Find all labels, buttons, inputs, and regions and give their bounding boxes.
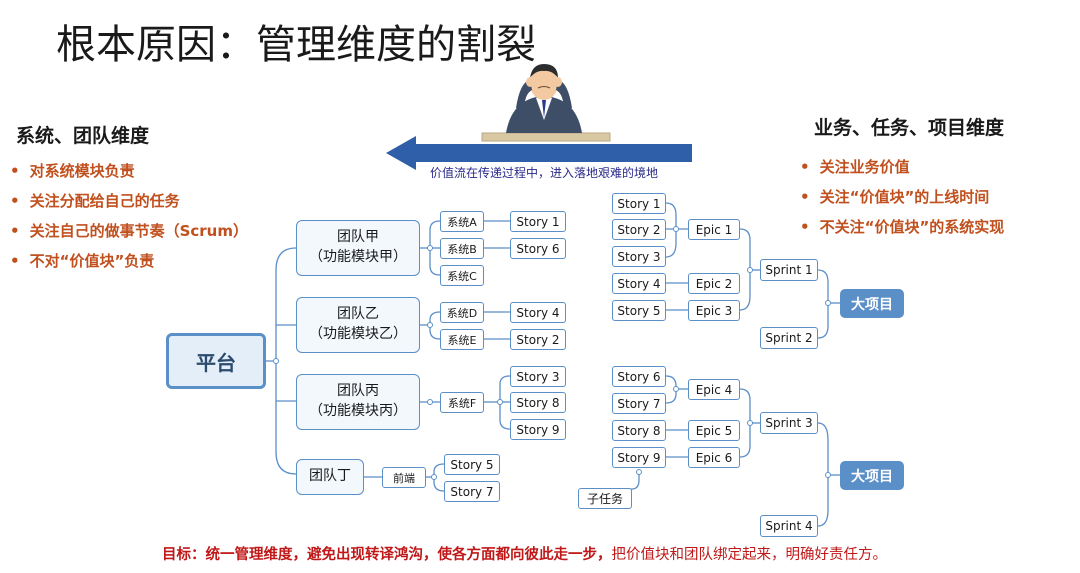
system-node: 系统A: [440, 211, 484, 232]
left-bullet: •关注分配给自己的任务: [10, 192, 180, 210]
left-heading: 系统、团队维度: [16, 125, 150, 147]
story-node: Story 8: [510, 392, 566, 413]
team-node: 团队丁: [296, 459, 364, 495]
story-node: Story 2: [612, 219, 666, 240]
system-node: 系统E: [440, 329, 484, 350]
team-node: 团队乙 （功能模块乙）: [296, 297, 420, 353]
stressed-person-illustration: [481, 64, 611, 142]
team-node: 团队甲 （功能模块甲）: [296, 220, 420, 276]
team-node: 团队丙 （功能模块丙）: [296, 374, 420, 430]
epic-node: Epic 1: [688, 219, 740, 240]
system-node: 前端: [382, 467, 426, 488]
story-node: Story 6: [612, 366, 666, 387]
left-bullet: •关注自己的做事节奏（Scrum）: [10, 222, 248, 240]
story-node: Story 4: [510, 302, 566, 323]
system-node: 系统F: [440, 392, 484, 413]
story-node: Story 1: [612, 193, 666, 214]
sprint-node: Sprint 4: [760, 515, 818, 537]
system-node: 系统C: [440, 265, 484, 286]
story-node: Story 7: [612, 393, 666, 414]
big-project-node: 大项目: [840, 289, 904, 318]
story-node: Story 8: [612, 420, 666, 441]
story-node: Story 3: [510, 366, 566, 387]
value-flow-arrow: [386, 136, 692, 170]
story-node: Story 9: [510, 419, 566, 440]
arrow-caption: 价值流在传递过程中，进入落地艰难的境地: [430, 166, 659, 180]
bottom-note-bold: 目标：统一管理维度，避免出现转译鸿沟，使各方面都向彼此走一步，: [162, 547, 612, 563]
epic-node: Epic 4: [688, 379, 740, 400]
bottom-note-rest: 把价值块和团队绑定起来，明确好责任方。: [611, 547, 888, 563]
story-node: Story 7: [444, 481, 500, 502]
left-bullet: •不对“价值块”负责: [10, 252, 155, 270]
story-node: Story 5: [612, 300, 666, 321]
epic-node: Epic 3: [688, 300, 740, 321]
epic-node: Epic 5: [688, 420, 740, 441]
right-bullet: •不关注“价值块”的系统实现: [800, 218, 1005, 236]
right-heading: 业务、任务、项目维度: [814, 117, 1005, 139]
story-node: Story 2: [510, 329, 566, 350]
system-node: 系统B: [440, 238, 484, 259]
epic-node: Epic 6: [688, 447, 740, 468]
left-bullet: •对系统模块负责: [10, 162, 135, 180]
sprint-node: Sprint 1: [760, 259, 818, 281]
story-node: Story 1: [510, 211, 566, 232]
sprint-node: Sprint 2: [760, 327, 818, 349]
subtask-node: 子任务: [578, 488, 632, 509]
story-node: Story 4: [612, 273, 666, 294]
platform-node: 平台: [166, 333, 266, 389]
system-node: 系统D: [440, 302, 484, 323]
story-node: Story 9: [612, 447, 666, 468]
story-node: Story 5: [444, 454, 500, 475]
story-node: Story 6: [510, 238, 566, 259]
page-title: 根本原因：管理维度的割裂: [56, 22, 536, 68]
right-bullet: •关注“价值块”的上线时间: [800, 188, 990, 206]
big-project-node: 大项目: [840, 461, 904, 490]
story-node: Story 3: [612, 246, 666, 267]
right-bullet: •关注业务价值: [800, 158, 910, 176]
bottom-goal-note: 目标：统一管理维度，避免出现转译鸿沟，使各方面都向彼此走一步，把价值块和团队绑定…: [162, 543, 887, 564]
sprint-node: Sprint 3: [760, 412, 818, 434]
epic-node: Epic 2: [688, 273, 740, 294]
